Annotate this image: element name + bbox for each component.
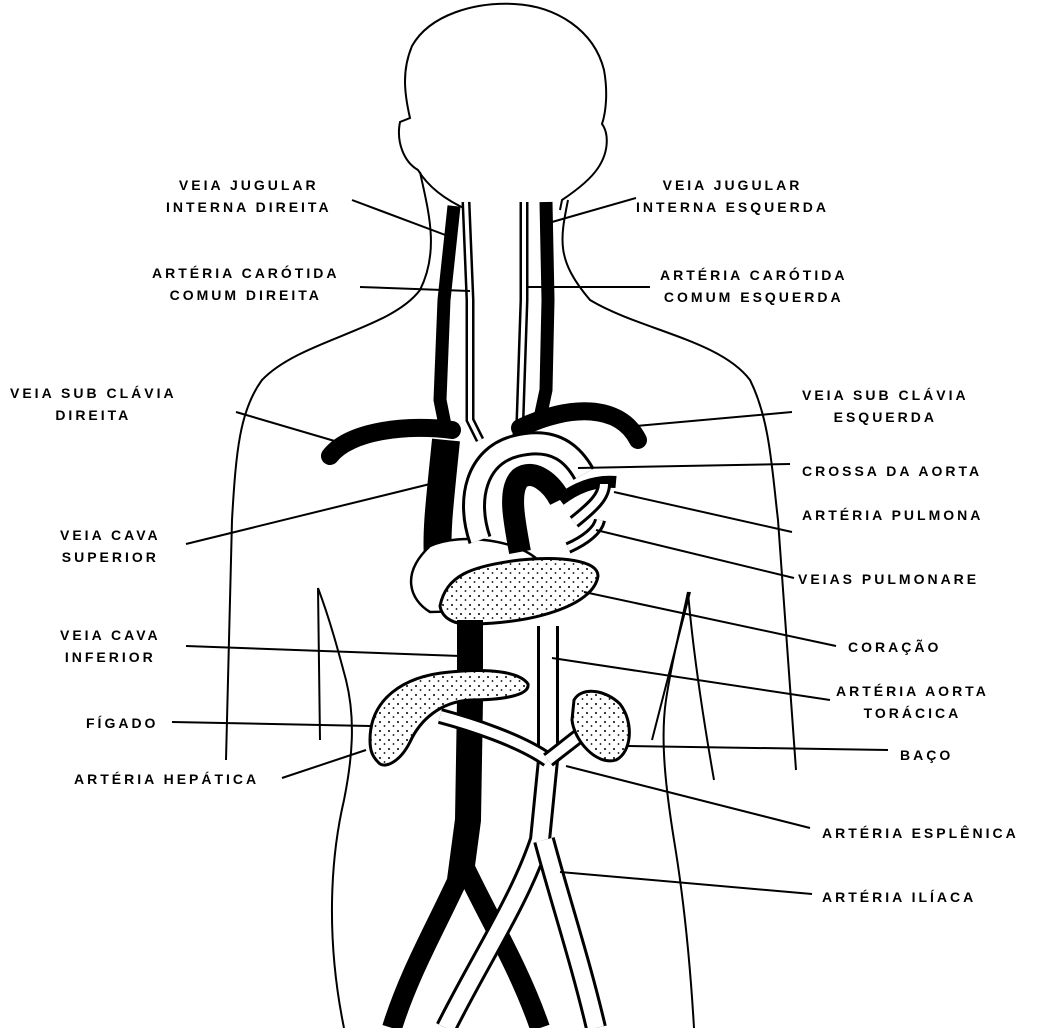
leader-coracao: [584, 592, 836, 646]
label-arteria-aorta-toracica: ARTÉRIA AORTA TORÁCICA: [836, 680, 989, 724]
label-arteria-iliaca: ARTÉRIA ILÍACA: [822, 886, 976, 908]
label-veia-cava-inferior: VEIA CAVA INFERIOR: [60, 624, 161, 668]
label-veia-sub-clavia-direita: VEIA SUB CLÁVIA DIREITA: [10, 382, 177, 426]
label-veia-sub-clavia-esquerda: VEIA SUB CLÁVIA ESQUERDA: [802, 384, 969, 428]
label-baco: BAÇO: [900, 744, 953, 766]
leader-veias-pulmonare: [596, 530, 794, 578]
label-veia-jugular-interna-esquerda: VEIA JUGULAR INTERNA ESQUERDA: [636, 174, 829, 218]
label-arteria-carotida-comum-direita: ARTÉRIA CARÓTIDA COMUM DIREITA: [152, 262, 339, 306]
leader-jugular-left: [552, 198, 636, 222]
label-arteria-hepatica: ARTÉRIA HEPÁTICA: [74, 768, 259, 790]
leader-veia-cava-inferior: [186, 646, 460, 656]
label-veias-pulmonare: VEIAS PULMONARE: [798, 568, 979, 590]
leader-baco: [628, 746, 888, 750]
label-arteria-pulmona: ARTÉRIA PULMONA: [802, 504, 983, 526]
leader-figado: [172, 722, 370, 726]
leader-arteria-esplenica: [566, 766, 810, 828]
leader-subclavia-left: [636, 412, 792, 426]
label-veia-cava-superior: VEIA CAVA SUPERIOR: [60, 524, 161, 568]
leader-carotid-right: [360, 287, 470, 291]
leader-arteria-pulmona: [614, 492, 792, 532]
label-arteria-carotida-comum-esquerda: ARTÉRIA CARÓTIDA COMUM ESQUERDA: [660, 264, 847, 308]
leader-arteria-hepatica: [282, 750, 366, 778]
leader-arteria-iliaca: [560, 872, 812, 894]
label-arteria-esplenica: ARTÉRIA ESPLÊNICA: [822, 822, 1019, 844]
leader-crossa-aorta: [578, 464, 790, 468]
label-coracao: CORAÇÃO: [848, 636, 941, 658]
leader-subclavia-right: [236, 412, 338, 442]
leader-jugular-right: [352, 200, 448, 236]
label-figado: FÍGADO: [86, 712, 158, 734]
leader-arteria-aorta-toracica: [552, 658, 830, 700]
label-veia-jugular-interna-direita: VEIA JUGULAR INTERNA DIREITA: [166, 174, 332, 218]
leader-veia-cava-superior: [186, 484, 430, 544]
label-crossa-da-aorta: CROSSA DA AORTA: [802, 460, 982, 482]
